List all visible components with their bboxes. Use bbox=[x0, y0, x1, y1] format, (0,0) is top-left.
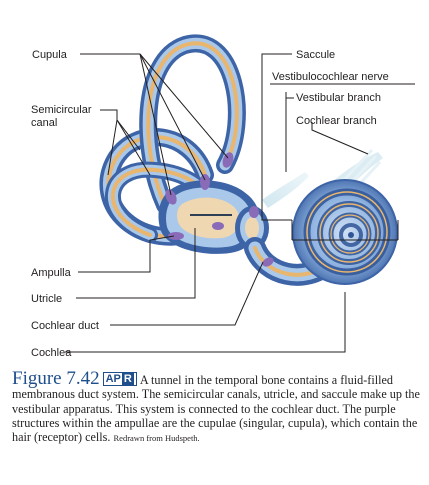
cupula-posterior bbox=[222, 152, 234, 168]
cupula-superior bbox=[165, 189, 177, 205]
apr-badge-left: AP bbox=[105, 373, 121, 385]
label-ampulla: Ampulla bbox=[31, 267, 72, 279]
utricle-body bbox=[177, 197, 240, 239]
label-cochlear-duct: Cochlear duct bbox=[31, 320, 99, 332]
cupula-utricle bbox=[212, 222, 224, 230]
label-utricle: Utricle bbox=[31, 293, 62, 305]
vestibule bbox=[158, 180, 269, 254]
superior-semicircular-canal bbox=[139, 34, 246, 214]
label-semicircular-canal-1: Semicircular bbox=[31, 104, 92, 116]
vestibular-branch-nerve bbox=[262, 172, 309, 208]
figure-number: Figure 7.42 bbox=[12, 368, 100, 389]
label-vestibular-branch: Vestibular branch bbox=[296, 92, 381, 104]
leader-lines bbox=[65, 53, 415, 353]
caption-text: A tunnel in the temporal bone contains a… bbox=[12, 373, 420, 445]
caption-credit: Redrawn from Hudspeth. bbox=[113, 433, 200, 444]
cupula-ampulla-lower bbox=[168, 232, 184, 240]
label-cupula: Cupula bbox=[32, 49, 68, 61]
label-saccule: Saccule bbox=[296, 49, 335, 61]
cupula-lateral bbox=[200, 174, 210, 190]
cupula-duct bbox=[262, 257, 274, 267]
cupula-saccule bbox=[249, 206, 259, 218]
cochlea-spiral bbox=[292, 179, 398, 285]
label-cochlea: Cochlea bbox=[31, 347, 72, 359]
apr-badge-right: R bbox=[121, 373, 134, 385]
label-vestibulocochlear-nerve: Vestibulocochlear nerve bbox=[272, 71, 389, 83]
label-semicircular-canal-2: canal bbox=[31, 117, 57, 129]
label-cochlear-branch: Cochlear branch bbox=[296, 115, 377, 127]
inner-ear-diagram: Cupula Semicircular canal Ampulla Utricl… bbox=[31, 34, 415, 359]
